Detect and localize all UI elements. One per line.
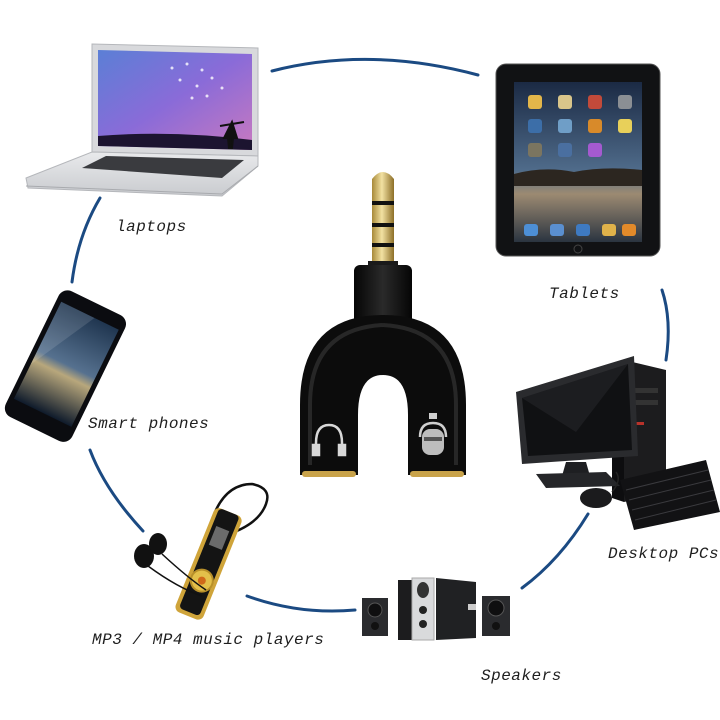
label-smart-phones: Smart phones [88,415,210,433]
headphones-icon [311,423,347,457]
label-desktop-pcs: Desktop PCs [608,545,720,563]
desktop-pc-icon [516,356,720,530]
tablet-icon [495,63,661,257]
arc-phones-mp3 [88,448,145,533]
laptop-icon [25,43,259,197]
label-speakers: Speakers [481,667,562,685]
label-mp3-players: MP3 / MP4 music players [92,631,325,649]
arc-speakers-mp3 [245,594,357,613]
arc-laptop-tablet [270,57,480,77]
mp3-player-icon [134,482,269,620]
arc-tablet-desktop [660,288,670,362]
smartphone-icon [4,290,127,442]
arc-laptop-phones [70,196,102,284]
speakers-icon [362,577,510,641]
y-splitter-adapter [300,172,466,477]
arc-desktop-speakers [520,512,590,590]
label-laptops: laptops [116,218,187,236]
microphone-icon [418,413,448,455]
audio-plug-3-5mm [368,172,398,267]
label-tablets: Tablets [549,285,620,303]
